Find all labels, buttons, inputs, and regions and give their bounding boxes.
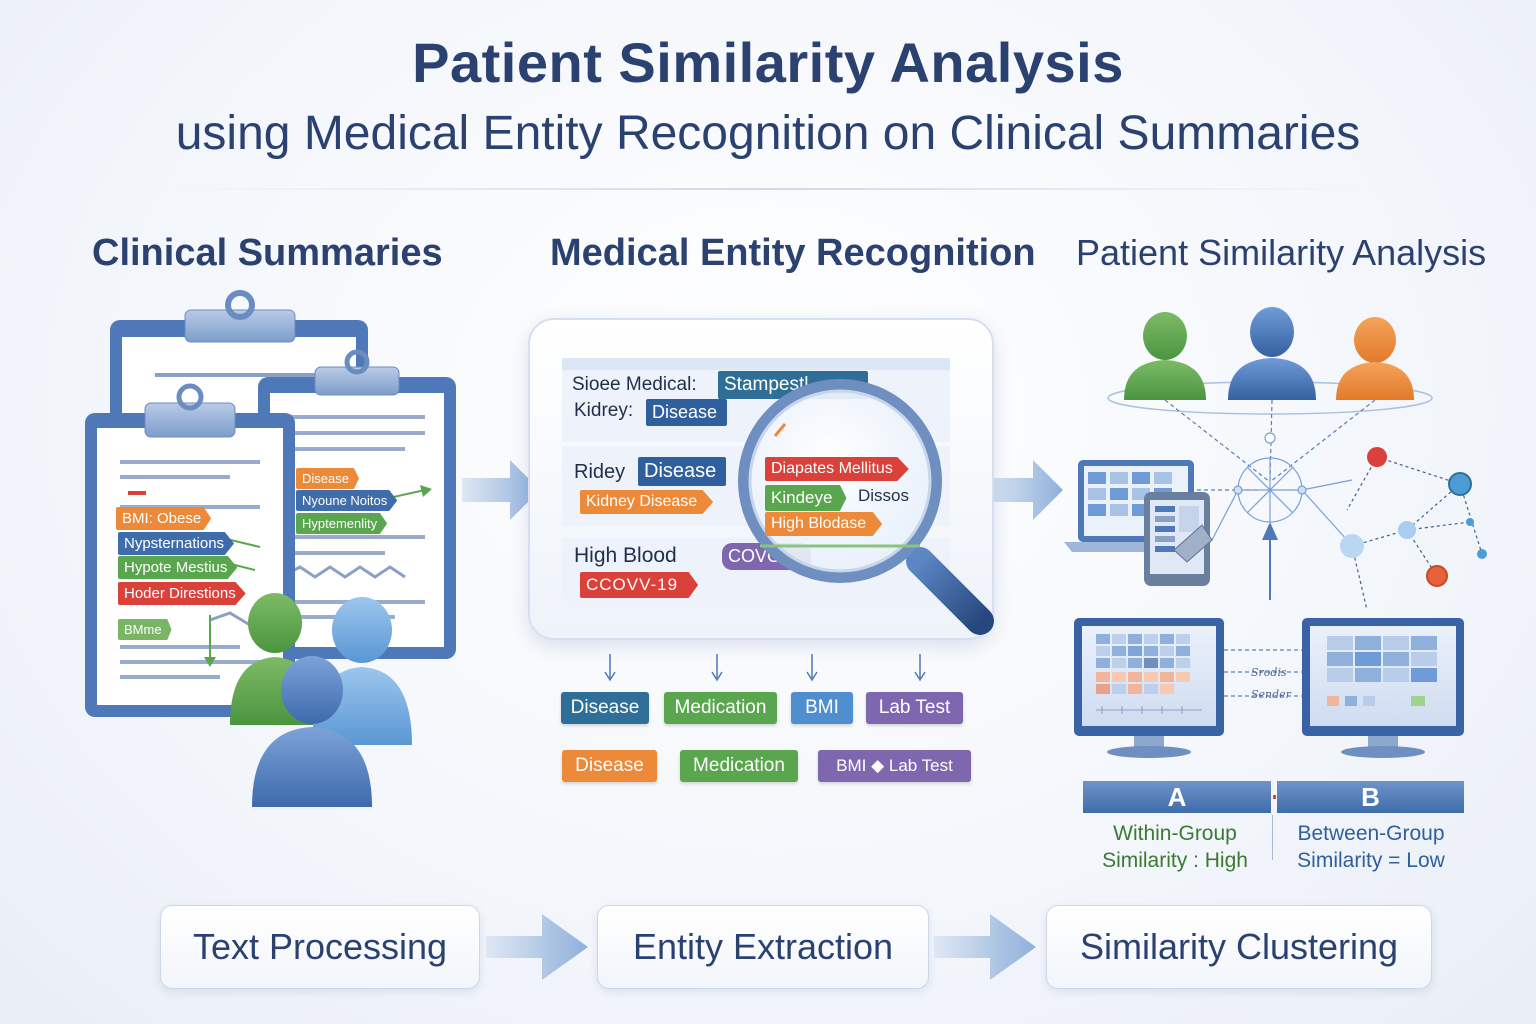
column-heading-entity-recognition: Medical Entity Recognition: [550, 232, 1036, 274]
person-icon: [1336, 317, 1414, 400]
band-separator: [1273, 795, 1276, 799]
page-subtitle: using Medical Entity Recognition on Clin…: [175, 107, 1361, 160]
group-b-line1: Between-Group: [1297, 822, 1445, 845]
arrow-right-icon: [462, 460, 540, 520]
stage-text-processing: Text Processing: [160, 905, 480, 989]
clipboard-tag: Hoder Direstions: [118, 582, 246, 605]
similarity-network-illustration: [1064, 307, 1487, 758]
ner-tag: Disease: [646, 399, 728, 426]
clipboard-tag: BMI: Obese: [116, 507, 212, 530]
clipboard-tag: Hypote Mestius: [118, 556, 238, 579]
stage-similarity-clustering: Similarity Clustering: [1046, 905, 1432, 989]
page-title: Patient Similarity Analysis: [412, 31, 1124, 94]
group-divider: [1272, 815, 1273, 860]
group-b-band: B: [1277, 781, 1464, 813]
group-a-line1: Within-Group: [1113, 822, 1237, 845]
ner-text: Sioee Medical:: [572, 374, 697, 395]
ner-text: Ridey: [574, 461, 626, 483]
entity-pill-disease: Disease: [562, 750, 657, 782]
ner-text: Kidrey:: [574, 400, 634, 421]
entity-pill-bmi: BMI: [791, 692, 853, 724]
network-icon: [1211, 432, 1353, 541]
column-heading-clinical-summaries: Clinical Summaries: [92, 232, 443, 274]
clipboard-tag: Nypsternations: [118, 532, 235, 555]
clipboard-tag: Nyoune Noitos: [296, 490, 398, 511]
column-heading-similarity-analysis: Patient Similarity Analysis: [1076, 232, 1487, 273]
person-icon: [1228, 307, 1316, 400]
ner-text: High Blood: [574, 544, 677, 567]
arrow-right-icon: [934, 914, 1036, 980]
clipboard-tag: Disease: [296, 468, 359, 489]
group-a-line2: Similarity : High: [1102, 849, 1248, 872]
entity-pill-bmi-lab-test: BMI ◆ Lab Test: [818, 750, 971, 782]
monitor-icon: [1074, 618, 1224, 758]
group-b-label: Between-Group Similarity = Low: [1276, 820, 1466, 874]
monitor-connector-label: Sender: [1251, 688, 1291, 701]
stage-entity-extraction: Entity Extraction: [597, 905, 929, 989]
group-a-label: Within-Group Similarity : High: [1080, 820, 1270, 874]
monitor-icon: [1302, 618, 1464, 758]
extraction-arrows: [604, 654, 926, 682]
ner-tag: Disease: [638, 457, 727, 486]
ner-tag: Diapates Mellitus: [765, 457, 909, 481]
group-b-line2: Similarity = Low: [1297, 849, 1445, 872]
title-divider: [170, 188, 1366, 190]
clipboard-tag: Hyptemenlity: [296, 513, 388, 534]
ner-tag: Kidney Disease: [580, 490, 714, 514]
ner-tag: Kindeye: [765, 485, 847, 511]
entity-pill-medication: Medication: [680, 750, 798, 782]
entity-pill-lab-test: Lab Test: [866, 692, 963, 724]
monitor-connector-label: Srodis: [1251, 666, 1287, 679]
arrow-right-icon: [486, 914, 588, 980]
group-a-band: A: [1083, 781, 1271, 813]
network-icon: [1340, 447, 1487, 611]
clipboard-tag: BMme: [118, 619, 172, 640]
ner-tag: High Blodase: [765, 512, 883, 536]
entity-pill-disease: Disease: [561, 692, 649, 724]
person-icon: [252, 656, 372, 807]
arrow-right-icon: [985, 460, 1063, 520]
ner-text: Dissos: [858, 486, 910, 505]
entity-pill-medication: Medication: [664, 692, 777, 724]
person-icon: [1124, 312, 1206, 400]
ner-tag: CCOVV-19: [580, 572, 699, 598]
tablet-icon: [1144, 492, 1213, 586]
